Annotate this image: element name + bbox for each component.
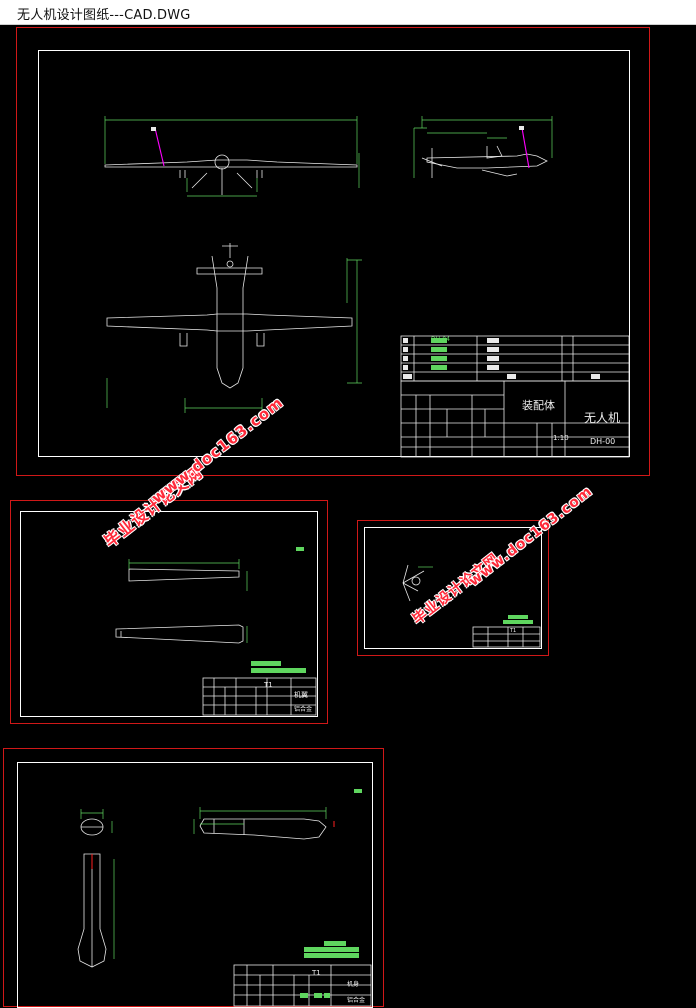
- wing-part-label: T1: [264, 681, 273, 689]
- drawing-frame-propeller: [364, 527, 542, 649]
- fuselage-part-label: T1: [312, 969, 321, 977]
- wing-drawing-graphics: [115, 547, 317, 716]
- fuselage-drawing-graphics: [77, 789, 372, 1007]
- scale-value: 1:10: [553, 434, 569, 442]
- wing-material: 铝合金: [294, 706, 313, 713]
- propeller-part-label: T1: [510, 628, 517, 634]
- bom-code-1: DH-04: [431, 336, 450, 343]
- drawing-sheet-fuselage[interactable]: T1 机身 铝合金: [3, 748, 384, 1008]
- drawing-sheet-propeller[interactable]: T1: [357, 520, 549, 656]
- drawing-number: DH-00: [590, 437, 616, 446]
- drawing-sheet-wing[interactable]: T1 机翼 铝合金: [10, 500, 328, 724]
- product-name: 无人机: [584, 411, 621, 425]
- drawing-frame-wing: [20, 511, 318, 717]
- assembly-label: 装配体: [522, 399, 555, 412]
- drawing-frame-assembly: [38, 50, 630, 457]
- wing-part-name: 机翼: [294, 691, 308, 699]
- cad-canvas[interactable]: DH-04 装配体 无人机 DH-00 1:10: [0, 25, 696, 1008]
- propeller-drawing-graphics: [402, 564, 541, 648]
- fuselage-material: 铝合金: [347, 997, 366, 1004]
- window-titlebar: 无人机设计图纸---CAD.DWG: [0, 0, 696, 25]
- drawing-sheet-assembly[interactable]: DH-04 装配体 无人机 DH-00 1:10: [16, 27, 650, 476]
- fuselage-part-name: 机身: [347, 981, 360, 988]
- window-title: 无人机设计图纸---CAD.DWG: [17, 8, 191, 23]
- assembly-drawing-graphics: [104, 116, 630, 458]
